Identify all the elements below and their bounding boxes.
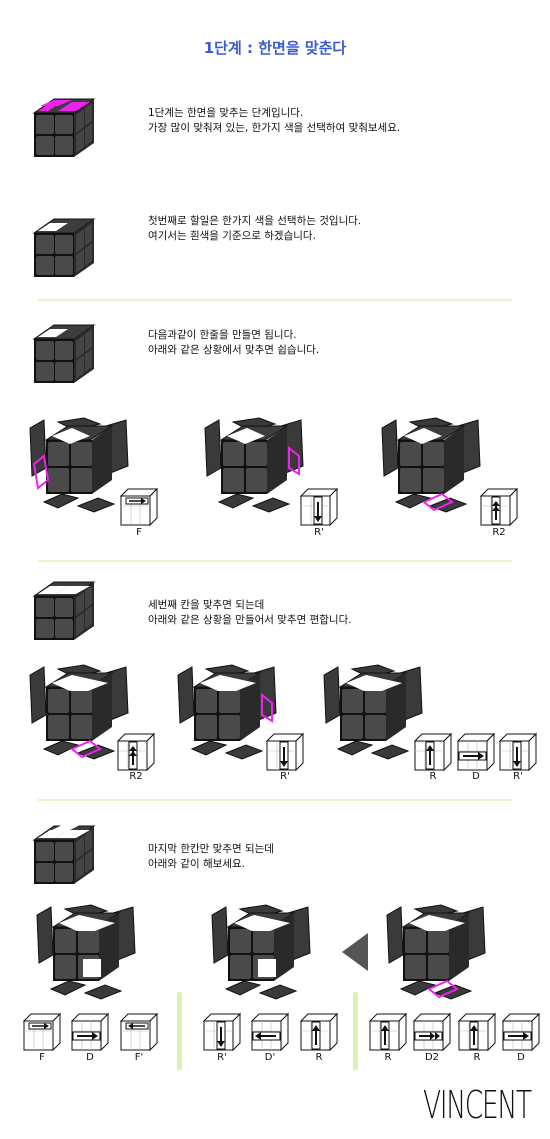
move-f-icon [120, 488, 158, 526]
move-r-prime-icon [300, 488, 338, 526]
move-r-icon [414, 733, 452, 771]
move-f-prime-icon [120, 1013, 158, 1051]
choose-color-text: 첫번째로 할일은 한가지 색을 선택하는 것입니다. 여기서는 흰색을 기준으로… [148, 214, 361, 244]
text-line: 마지막 한칸만 맞추면 되는데 [148, 843, 274, 855]
move-r2-icon [480, 488, 518, 526]
page-title: 1단계 : 한면을 맞춘다 [203, 39, 347, 57]
move-d-icon [457, 733, 495, 771]
cube-white-corner-icon [28, 215, 98, 295]
vincent-logo: VINCENT [423, 1083, 532, 1127]
cube-white-row-icon [28, 321, 98, 401]
exploded-cube-case-4-icon [29, 664, 129, 760]
cube-magenta-top-icon [28, 95, 98, 175]
text-line: 아래와 같이 해보세요. [148, 858, 245, 870]
cube-white-row-icon [28, 578, 98, 658]
move-f-icon [23, 1013, 61, 1051]
section-divider [38, 560, 512, 562]
move-label: R [429, 771, 437, 782]
step-intro-text: 1단계는 한면을 맞추는 단계입니다. 가장 많이 맞춰져 있는, 한가지 색을… [148, 106, 400, 136]
move-r-icon [300, 1013, 338, 1051]
exploded-cube-case-8-icon [211, 904, 311, 1000]
move-label: F [39, 1052, 45, 1063]
move-label: F' [134, 1052, 144, 1063]
move-r-icon [369, 1013, 407, 1051]
move-r-prime-icon [266, 733, 304, 771]
move-label: D [517, 1052, 525, 1063]
exploded-cube-case-1-icon [29, 417, 129, 513]
section-divider [38, 299, 512, 301]
move-label: R' [513, 771, 523, 782]
left-triangle-icon [342, 933, 368, 971]
move-label: R [315, 1052, 323, 1063]
last-piece-text: 마지막 한칸만 맞추면 되는데 아래와 같이 해보세요. [148, 842, 274, 872]
move-r-icon [458, 1013, 496, 1051]
text-line: 아래와 같은 상황에서 맞추면 쉽습니다. [148, 344, 320, 356]
move-r2-icon [117, 733, 155, 771]
text-line: 세번째 칸을 맞추면 되는데 [148, 599, 265, 611]
move-label: R [384, 1052, 392, 1063]
text-line: 1단계는 한면을 맞추는 단계입니다. [148, 107, 304, 119]
exploded-cube-case-9-icon [386, 904, 486, 1000]
move-label: R' [217, 1052, 227, 1063]
text-line: 다음과같이 한줄을 만들면 됩니다. [148, 329, 297, 341]
move-r-prime-icon [203, 1013, 241, 1051]
text-line: 가장 많이 맞춰져 있는, 한가지 색을 선택하여 맞춰보세요. [148, 122, 401, 134]
exploded-cube-case-5-icon [177, 664, 277, 760]
text-line: 첫번째로 할일은 한가지 색을 선택하는 것입니다. [148, 215, 362, 227]
vertical-divider [177, 992, 182, 1070]
move-label: D [86, 1052, 94, 1063]
vertical-divider [353, 992, 358, 1070]
move-label: R' [314, 527, 324, 538]
third-piece-text: 세번째 칸을 맞추면 되는데 아래와 같은 상황을 만들어서 맞추면 편합니다. [148, 598, 352, 628]
exploded-cube-case-6-icon [323, 664, 423, 760]
exploded-cube-case-2-icon [204, 417, 304, 513]
move-label: F [136, 527, 142, 538]
move-label: R [473, 1052, 481, 1063]
move-label: R' [280, 771, 290, 782]
text-line: 여기서는 흰색을 기준으로 하겠습니다. [148, 230, 316, 242]
move-label: D [472, 771, 480, 782]
make-row-text: 다음과같이 한줄을 만들면 됩니다. 아래와 같은 상황에서 맞추면 쉽습니다. [148, 328, 319, 358]
text-line: 아래와 같은 상황을 만들어서 맞추면 편합니다. [148, 614, 352, 626]
move-label: D2 [424, 1052, 440, 1063]
move-d-icon [71, 1013, 109, 1051]
section-divider [38, 799, 512, 801]
move-d-prime-icon [251, 1013, 289, 1051]
exploded-cube-case-3-icon [381, 417, 481, 513]
move-d-icon [502, 1013, 540, 1051]
exploded-cube-case-7-icon [36, 904, 136, 1000]
cube-three-white-icon [28, 822, 98, 902]
move-label: D' [264, 1052, 276, 1063]
move-d2-icon [413, 1013, 451, 1051]
move-label: R2 [492, 527, 506, 538]
move-r-prime-icon [499, 733, 537, 771]
move-label: R2 [129, 771, 143, 782]
